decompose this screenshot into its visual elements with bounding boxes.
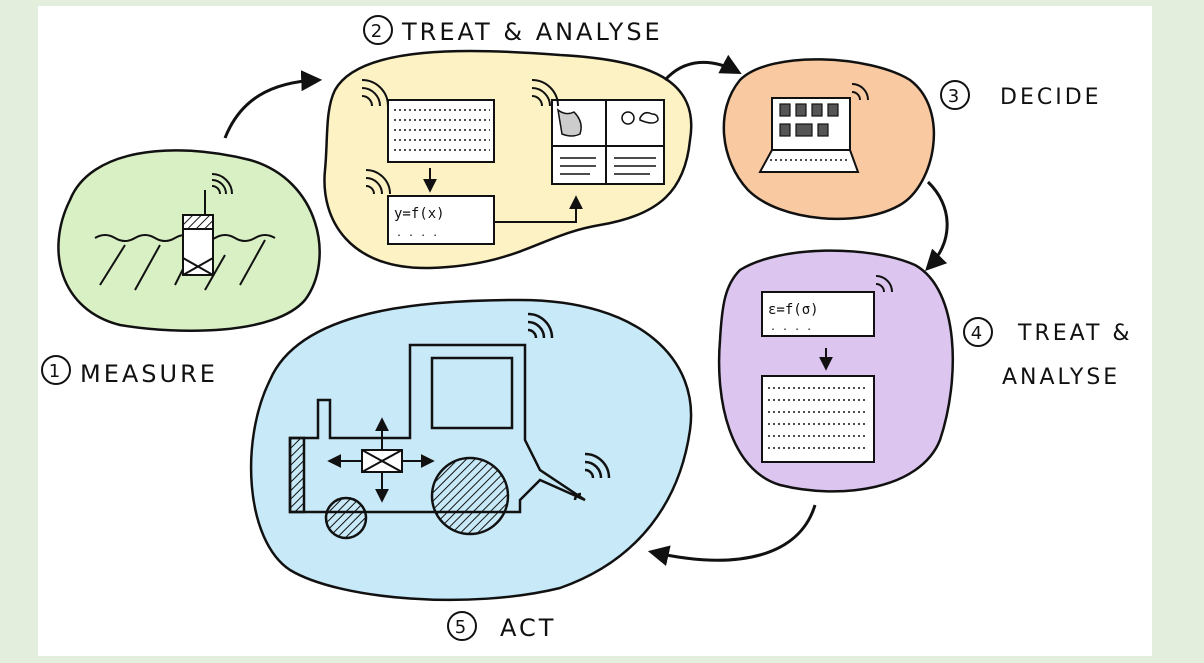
- svg-text:. . . .: . . . .: [396, 228, 438, 239]
- svg-text:. . . .: . . . .: [770, 322, 812, 333]
- step-4-number: 4: [971, 323, 985, 344]
- tractor-wheels: [324, 456, 510, 540]
- step-1-label: 1 MEASURE: [41, 355, 218, 388]
- laptop-icon: [758, 83, 869, 173]
- arrow-3-to-4: [925, 180, 949, 272]
- step-3-label: 3 DECIDE: [940, 80, 1102, 110]
- map-dashboard-icon: [531, 79, 665, 185]
- step-2-title: TREAT & ANALYSE: [401, 18, 663, 46]
- step-1-title: MEASURE: [80, 360, 218, 388]
- formula-box: y=f(x) . . . .: [365, 169, 495, 245]
- step-5-number: 5: [455, 617, 469, 638]
- data-table-icon: [361, 79, 495, 163]
- step-1-measure: 1 MEASURE: [41, 149, 321, 388]
- step-3-title: DECIDE: [1000, 85, 1102, 110]
- cycle-arrows: [223, 54, 949, 566]
- step-3-decide: 3 DECIDE: [722, 58, 1102, 221]
- step-4-treat-analyse: ε=f(σ) . . . . 4 TREAT & ANALYSE: [717, 249, 1133, 493]
- arrow-1-to-2: [223, 70, 323, 139]
- formula-text-2: ε=f(σ): [768, 302, 819, 318]
- step-2-treat-analyse: y=f(x) . . . . 2 TRE: [323, 15, 693, 270]
- arrow-2-to-3: [663, 54, 742, 82]
- step-4-label: 4 TREAT & ANALYSE: [963, 317, 1133, 390]
- step-4-title-line1: TREAT &: [1017, 321, 1133, 346]
- step-5-title: ACT: [500, 614, 556, 642]
- step-2-number: 2: [371, 21, 385, 42]
- arrow-4-to-5: [647, 504, 817, 566]
- step-1-number: 1: [49, 361, 63, 382]
- step-2-label: 2 TREAT & ANALYSE: [363, 15, 663, 46]
- step-5-label: 5 ACT: [447, 611, 556, 642]
- data-table-icon-2: [761, 375, 875, 463]
- step-4-title-line2: ANALYSE: [1002, 365, 1120, 390]
- sensor-icon: [182, 173, 233, 276]
- formula-box-2: ε=f(σ) . . . .: [761, 275, 893, 337]
- formula-text: y=f(x): [394, 206, 445, 222]
- step-5-act: 5 ACT: [249, 298, 693, 642]
- actuator-icon: [327, 417, 435, 503]
- step-3-number: 3: [948, 86, 962, 107]
